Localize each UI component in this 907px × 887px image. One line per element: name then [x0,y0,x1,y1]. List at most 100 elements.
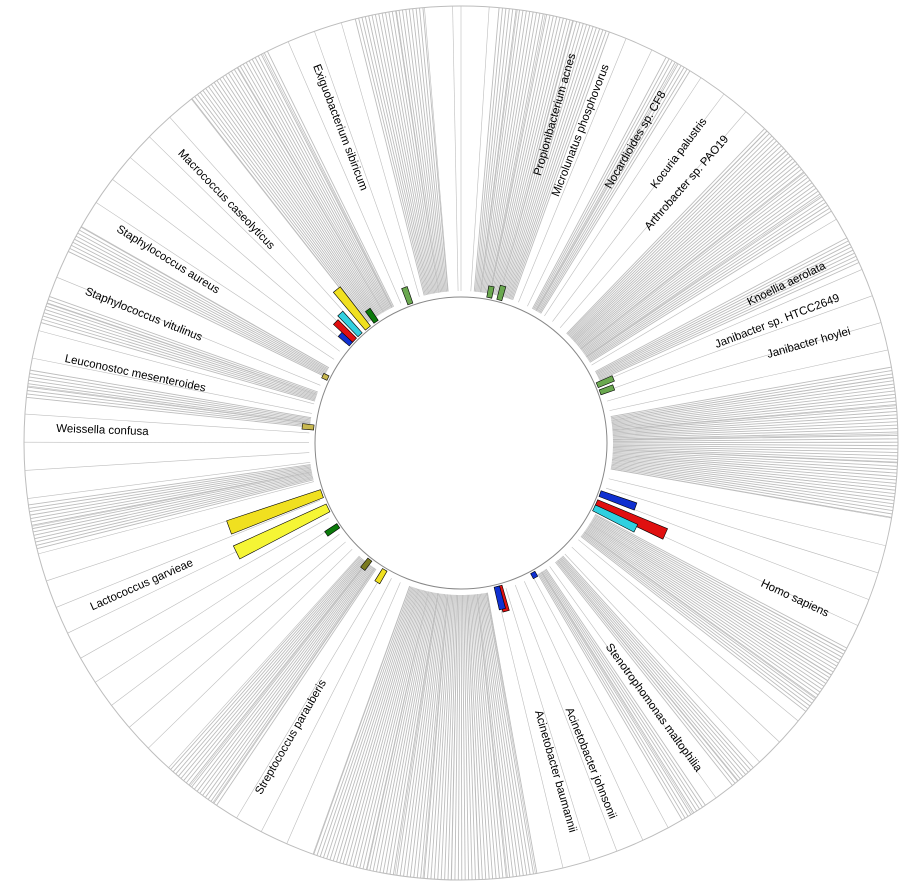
branch-line [538,573,686,819]
branch-line [589,523,832,676]
branch-line [588,524,830,679]
branch-line [462,594,466,880]
branch-line [216,80,377,318]
branch-line [354,18,425,296]
branch-line [572,147,785,341]
branch-line [389,592,437,875]
branch-line [604,295,873,393]
branch-wedges [24,6,899,881]
branch-line [561,556,752,771]
branch-line [254,57,390,310]
branch-line [444,594,456,880]
branch-line [422,7,449,292]
branch-line [586,528,823,690]
branch-line [608,478,886,547]
branch-line [399,593,441,876]
branch-line [514,584,618,852]
branch-line [606,487,879,574]
branch-line [586,199,825,359]
branch-line [312,585,410,855]
branch-line [508,28,600,299]
taxon-label: Weissella confusa [56,423,149,438]
branch-line [534,60,673,311]
branch-line [592,518,841,661]
branch-line [467,594,483,880]
branch-line [492,15,554,295]
branch-line [535,62,678,311]
outer-ring [23,5,899,881]
branch-wedge [566,128,832,363]
branch-line [477,8,510,292]
branch-line [559,111,747,328]
branch-line [219,78,378,317]
branch-line [491,15,551,295]
branch-line [536,63,679,312]
branch-line [233,69,383,314]
branch-line [588,525,828,682]
branch-line [476,594,507,878]
branch-line [262,53,393,308]
branch-line [359,590,427,869]
branch-line [43,312,317,399]
branch-line [582,534,811,707]
branch-line [598,255,857,379]
branch-line [581,176,809,351]
branch-line [408,9,444,293]
branch-line [501,22,581,297]
branch-line [509,29,604,300]
branch-line [32,472,313,530]
branch-line [336,588,419,863]
branch-wedge [473,7,610,301]
branch-line [612,449,898,464]
branch-line [194,563,369,790]
branch-line [564,553,760,763]
branch-line [210,567,375,802]
branch-line [35,477,314,543]
branch-line [586,195,822,358]
branch-line [542,570,698,812]
branch-line [447,594,457,880]
branch-line [175,557,363,775]
branch-line [610,468,892,519]
branch-line [188,561,367,786]
branch-line [567,130,767,335]
branch-line [394,593,439,876]
branch-line [358,18,426,296]
branch-line [33,473,313,533]
branch-line [611,373,893,420]
branch-line [611,463,894,505]
branch-line [427,594,450,879]
branch-line [207,566,374,800]
branch-line [216,568,377,806]
branch-line [558,558,744,778]
branch-wedge [28,464,314,550]
branch-line [362,591,428,869]
branch-line [169,117,360,330]
branch-line [24,413,310,434]
branch-line [596,246,852,376]
branch-line [424,7,449,292]
branch-line [349,589,423,866]
branch-line [38,330,315,405]
branch-line [225,74,380,316]
branch-line [386,592,436,874]
branch-line [28,379,311,422]
branch-line [391,11,438,293]
branch-line [454,594,460,880]
branch-line [80,226,330,369]
branch-line [470,594,490,880]
branch-line [395,10,439,293]
branch-line [365,591,429,870]
branch-line [612,451,898,471]
branch-line [611,466,893,512]
branch-line [191,98,368,324]
branch-line [595,240,849,374]
branch-line [484,593,531,875]
branch-line [313,585,411,855]
branch-line [499,20,574,297]
branch-wedge [580,513,848,712]
branch-line [452,6,459,292]
branch-line [24,452,310,471]
branch-line [566,128,765,334]
branch-line [611,387,895,425]
